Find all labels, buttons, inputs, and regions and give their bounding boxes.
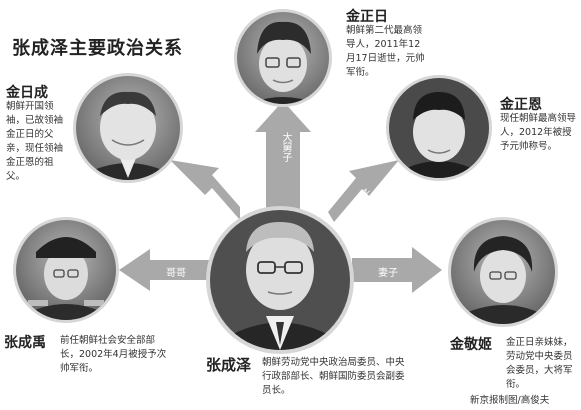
diagram-title: 张成泽主要政治关系 bbox=[12, 38, 183, 59]
name-jang-song-thaek: 张成泽 bbox=[206, 356, 252, 374]
edge-label-kim-kyong-hui: 妻子 bbox=[378, 268, 398, 279]
desc-kim-jong-il: 朝鲜第二代最高领导人，2011年12月17日逝世，元帅军衔。 bbox=[346, 25, 425, 78]
desc-kim-il-sung: 朝鲜开国领袖，已故领袖金正日的父亲，现任领袖金正恩的祖父。 bbox=[6, 101, 64, 182]
portrait-kim-kyong-hui bbox=[448, 217, 558, 327]
arrow-to-kim-jong-il bbox=[255, 101, 311, 212]
desc-jang-song-thaek: 朝鲜劳动党中央政治局委员、中央行政部部长、朝鲜国防委员会副委员长。 bbox=[262, 357, 405, 396]
arrow-to-kim-il-sung bbox=[170, 160, 240, 220]
desc-kim-kyong-hui: 金正日亲妹妹，劳动党中央委员会委员，大将军衔。 bbox=[506, 337, 573, 390]
desc-jang-song-u: 前任朝鲜社会安全部部长，2002年4月被授予次帅军衔。 bbox=[60, 335, 167, 374]
edge-label-kim-jong-il: 大舅子 bbox=[280, 132, 291, 162]
arrow-to-jang-song-u bbox=[119, 249, 216, 291]
edge-label-jang-song-u: 哥哥 bbox=[166, 268, 186, 279]
portrait-kim-jong-un bbox=[386, 75, 492, 181]
portrait-jang-song-u bbox=[13, 217, 119, 323]
portrait-jang-song-thaek bbox=[206, 206, 354, 354]
portrait-kim-il-sung bbox=[73, 73, 183, 183]
name-kim-jong-il: 金正日 bbox=[346, 9, 388, 25]
name-kim-jong-un: 金正恩 bbox=[500, 97, 542, 113]
arrow-to-kim-jong-un bbox=[328, 160, 399, 222]
name-kim-il-sung: 金日成 bbox=[6, 85, 48, 101]
desc-kim-jong-un: 现任朝鲜最高领导人，2012年被授予元帅称号。 bbox=[500, 113, 577, 152]
portrait-kim-jong-il bbox=[234, 9, 332, 107]
credit-line: 新京报制图/高俊夫 bbox=[470, 395, 550, 406]
name-jang-song-u: 张成禹 bbox=[4, 335, 46, 351]
arrow-to-kim-kyong-hui bbox=[352, 247, 442, 293]
name-kim-kyong-hui: 金敬姬 bbox=[450, 337, 492, 353]
